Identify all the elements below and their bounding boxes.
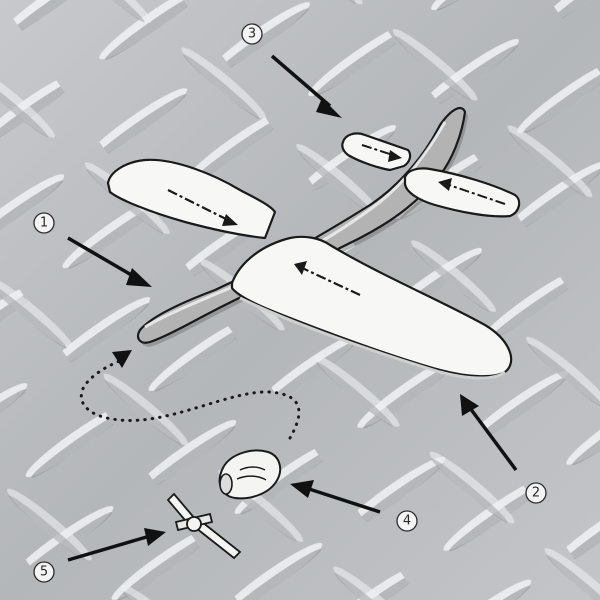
airplane-icon xyxy=(106,107,521,380)
callout-4-label: 4 xyxy=(403,514,411,529)
insertion-arrow-rear-stabilizer xyxy=(438,178,506,205)
callout-5: 5 xyxy=(33,561,55,583)
arrow-icon xyxy=(270,54,342,118)
dotted-assembly-path xyxy=(79,358,301,440)
callout-3-label: 3 xyxy=(248,27,256,42)
left-main-wing xyxy=(106,158,277,240)
callout-2: 2 xyxy=(525,482,547,504)
arrow-icon xyxy=(290,480,381,514)
callout-1-label: 1 xyxy=(40,216,48,231)
insertion-arrow-right-wing xyxy=(294,261,361,296)
insertion-arrow-stabilizer xyxy=(361,144,402,162)
callout-5-label: 5 xyxy=(40,565,48,580)
nose-cap-icon xyxy=(218,449,282,500)
callout-labels: 1 3 2 4 5 xyxy=(33,23,547,583)
arrow-icon xyxy=(460,394,518,472)
callout-4: 4 xyxy=(396,510,418,532)
callout-1: 1 xyxy=(33,212,55,234)
assembly-path xyxy=(79,350,301,440)
right-main-wing-edge xyxy=(239,296,506,380)
rear-stabilizer xyxy=(403,167,521,218)
callout-3: 3 xyxy=(241,23,263,45)
insertion-arrow-left-wing xyxy=(167,189,238,226)
callout-arrows xyxy=(67,54,518,562)
propeller-icon xyxy=(166,492,242,560)
arrow-icon xyxy=(67,236,152,287)
arrow-icon xyxy=(67,528,166,562)
dotted-path-arrowhead xyxy=(112,350,132,368)
callout-2-label: 2 xyxy=(532,486,540,501)
upper-stabilizer xyxy=(341,132,412,172)
